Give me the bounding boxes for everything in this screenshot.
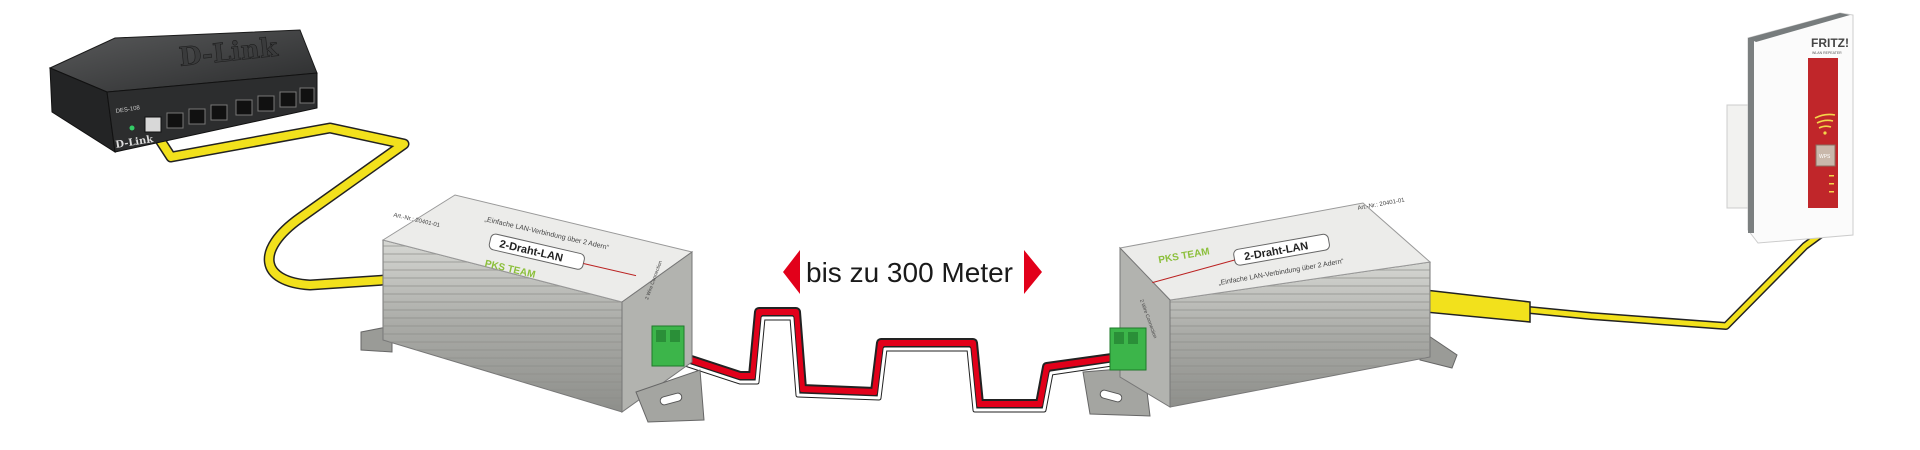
switch-model: DES-108 bbox=[115, 105, 141, 115]
repeater-brand: FRITZ! bbox=[1811, 36, 1849, 50]
power-led-icon bbox=[129, 125, 135, 131]
adapter-right-article-no: Art.-Nr.: 20401-01 bbox=[1357, 198, 1406, 212]
repeater-subtitle: WLAN REPEATER bbox=[1812, 51, 1842, 55]
arrow-left-icon bbox=[783, 250, 800, 294]
adapter-left: „Einfache LAN-Verbindung über 2 Adern“ A… bbox=[360, 194, 705, 423]
distance-text: bis zu 300 Meter bbox=[806, 257, 1013, 288]
ethernet-cable-right bbox=[1424, 228, 1827, 330]
adapter-right: PKS TEAM 2-Draht-LAN „Einfache LAN-Verbi… bbox=[1082, 198, 1458, 417]
status-leds bbox=[1829, 175, 1834, 193]
distance-label: bis zu 300 Meter bbox=[783, 250, 1042, 294]
two-wire-cable bbox=[683, 307, 1113, 413]
wps-button-label: WPS bbox=[1819, 154, 1831, 160]
wlan-repeater: FRITZ! WLAN REPEATER WPS bbox=[1726, 12, 1854, 244]
network-switch: D-Link DES-108 D-Link bbox=[48, 29, 318, 153]
arrow-right-icon bbox=[1024, 250, 1042, 294]
wps-button[interactable] bbox=[1815, 144, 1836, 167]
switch-ports bbox=[144, 87, 315, 133]
ethernet-cable-left bbox=[142, 117, 410, 291]
wifi-icon bbox=[1814, 113, 1836, 135]
